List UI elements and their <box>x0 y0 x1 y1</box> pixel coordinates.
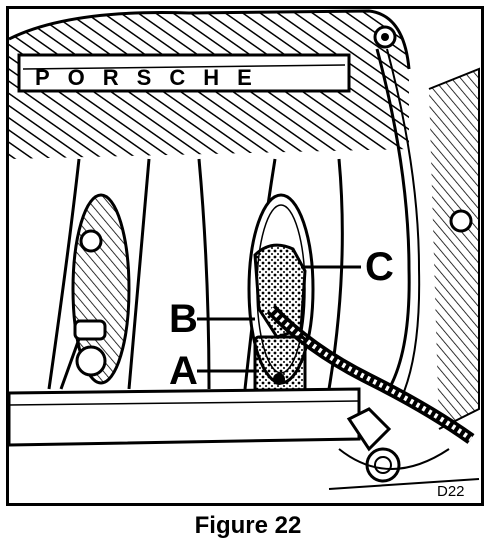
figure-caption: Figure 22 <box>194 512 302 539</box>
sensor-body <box>253 335 307 395</box>
sensor-connector <box>253 243 475 444</box>
callout-a: A <box>169 349 198 393</box>
intake-cover <box>9 9 411 159</box>
callout-b: B <box>169 297 198 341</box>
plenum-bar <box>9 387 361 447</box>
left-fittings <box>59 229 107 390</box>
bottom-bracket <box>328 407 480 490</box>
callout-c: C <box>365 245 394 289</box>
brand-lettering: PORSCHE <box>35 65 270 90</box>
engine-illustration <box>9 9 480 490</box>
figure-id: D22 <box>437 483 465 500</box>
diagram-frame: PORSCHE C B A D22 <box>6 6 484 506</box>
right-wiring <box>373 25 480 430</box>
